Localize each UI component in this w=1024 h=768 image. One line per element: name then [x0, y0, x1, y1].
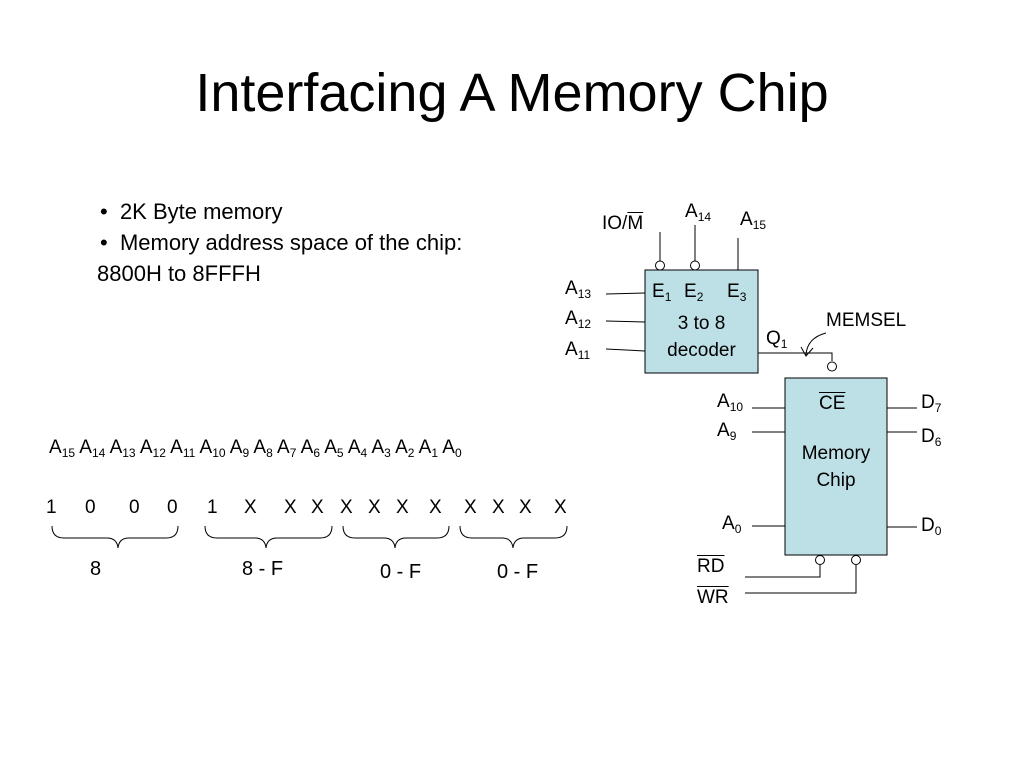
a12-wire	[605, 320, 646, 323]
memsel-arrow	[805, 332, 827, 356]
address-line-headers: A15 A14 A13 A12 A11 A10 A9 A8 A7 A6 A5 A…	[49, 437, 462, 459]
address-bit: X	[554, 497, 567, 518]
address-line-header: A12	[139, 437, 166, 460]
e2-label: E2	[684, 281, 704, 304]
io-m-bubble	[655, 260, 665, 271]
address-bit: X	[519, 497, 532, 518]
address-line-header: A1	[418, 437, 439, 460]
a9-label: A9	[717, 420, 737, 443]
brace-group-1	[51, 525, 179, 549]
memory-line2: Chip	[816, 470, 856, 491]
decoder-box	[644, 269, 759, 374]
address-bit: X	[244, 497, 257, 518]
address-line-header: A9	[229, 437, 250, 460]
bullet-item: • Memory address space of the chip:	[100, 230, 463, 255]
address-line-header: A8	[253, 437, 273, 460]
a12-label: A12	[565, 308, 592, 331]
brace-group-3	[342, 525, 450, 549]
address-line-header: A5	[324, 437, 344, 460]
a10-label: A10	[717, 391, 744, 414]
address-bit: X	[340, 497, 353, 518]
e1-label: E1	[652, 281, 672, 304]
wr-bubble	[851, 555, 861, 565]
address-line-header: A10	[199, 437, 226, 460]
d7-label: D7	[921, 392, 942, 415]
rd-bubble	[815, 555, 825, 565]
a15-label: A15	[740, 209, 767, 232]
memsel-wire	[758, 352, 833, 361]
address-bit: X	[368, 497, 381, 518]
a13-label: A13	[565, 278, 592, 301]
slide-title: Interfacing A Memory Chip	[195, 63, 829, 123]
e3-label: E3	[727, 281, 747, 304]
ce-bubble	[827, 361, 837, 372]
address-bit: 0	[129, 497, 140, 518]
address-line-header: A2	[395, 437, 415, 460]
a13-wire	[605, 292, 646, 295]
brace-group-4	[459, 525, 568, 549]
rd-label: RD	[697, 556, 725, 577]
address-bit: X	[492, 497, 505, 518]
wr-wire	[745, 565, 857, 594]
q1-label: Q1	[766, 328, 788, 351]
a11-wire	[605, 348, 646, 352]
decoder-line1: 3 to 8	[677, 313, 726, 334]
ce-label: CE	[819, 393, 846, 414]
hex-group-label: 0 - F	[380, 561, 422, 583]
a11-label: A11	[565, 339, 591, 362]
address-line-header: A6	[300, 437, 320, 460]
memsel-label: MEMSEL	[826, 310, 907, 331]
bullet-item: • 2K Byte memory	[100, 199, 283, 224]
brace-group-2	[204, 525, 333, 549]
address-bit: 1	[207, 497, 218, 518]
address-range-text: 8800H to 8FFFH	[97, 261, 261, 286]
address-line-header: A0	[442, 437, 462, 460]
decoder-line2: decoder	[667, 340, 736, 361]
address-line-header: A4	[347, 437, 368, 460]
memory-line1: Memory	[801, 443, 871, 464]
address-bit: 1	[46, 497, 57, 518]
hex-group-label: 0 - F	[497, 561, 539, 583]
address-bit: X	[311, 497, 324, 518]
address-bit: X	[396, 497, 409, 518]
address-line-header: A15	[49, 437, 76, 460]
rd-wire	[745, 565, 821, 578]
address-line-header: A3	[371, 437, 391, 460]
wr-label: WR	[697, 587, 729, 608]
address-line-header: A13	[109, 437, 136, 460]
memsel-arrowhead	[800, 346, 814, 357]
a0-label: A0	[722, 513, 742, 536]
a14-bubble	[690, 260, 700, 271]
address-bit: 0	[85, 497, 96, 518]
address-line-header: A7	[277, 437, 297, 460]
a14-label: A14	[685, 201, 712, 224]
memory-chip-box	[784, 377, 888, 556]
d0-label: D0	[921, 515, 942, 538]
d6-label: D6	[921, 426, 942, 449]
io-m-label: IO/M	[602, 213, 644, 234]
address-line-header: A14	[79, 437, 106, 460]
address-bit: X	[284, 497, 297, 518]
address-bit: 0	[167, 497, 178, 518]
hex-group-label: 8 - F	[242, 558, 284, 580]
address-line-header: A11	[170, 437, 196, 460]
hex-group-label: 8	[90, 558, 102, 580]
address-bit: X	[464, 497, 477, 518]
address-bit: X	[429, 497, 442, 518]
